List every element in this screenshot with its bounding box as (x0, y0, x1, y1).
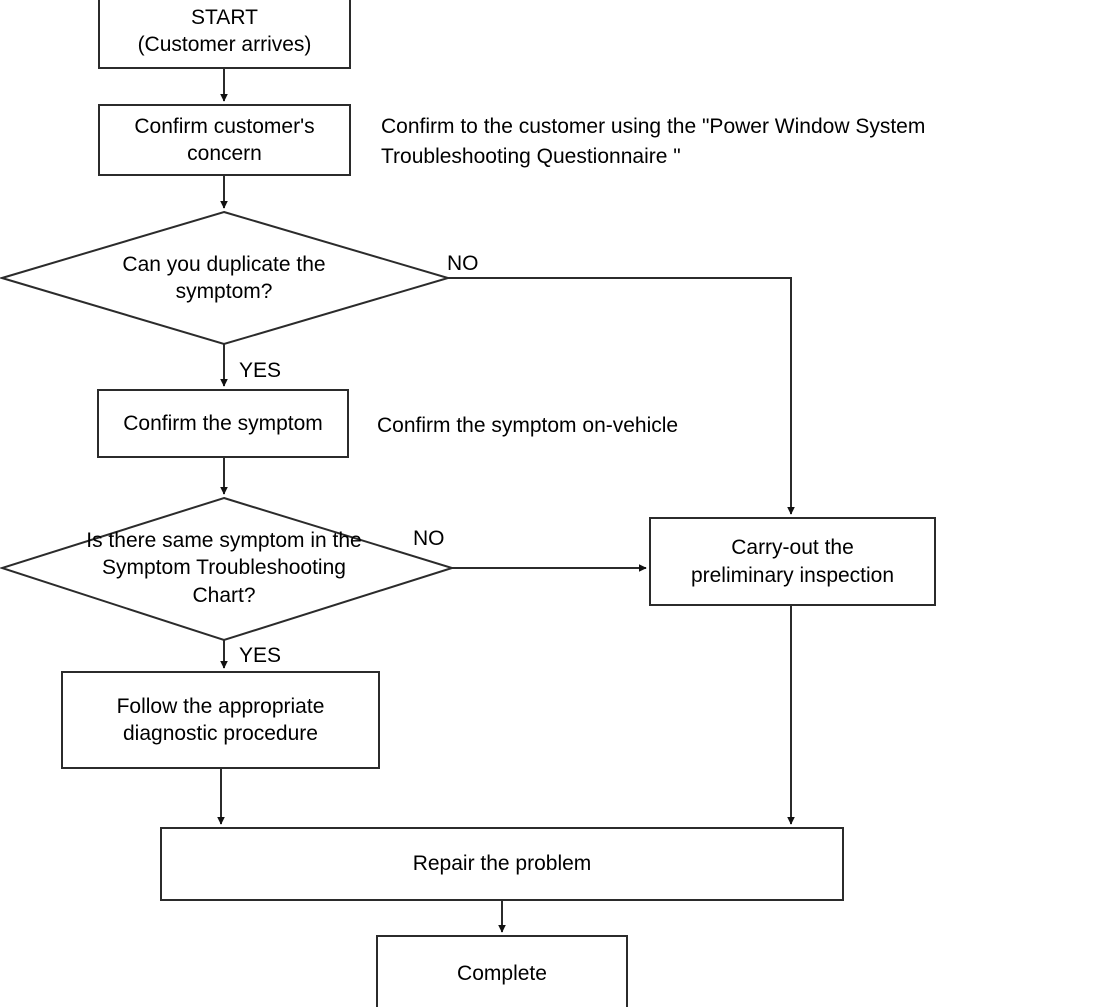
node-confirm-symptom-shape (97, 389, 349, 458)
edge-label-duplicate-no: NO (447, 252, 479, 275)
node-preliminary-inspection-shape (649, 517, 936, 606)
edge-label-chart-no: NO (413, 527, 445, 550)
node-start-shape (98, 0, 351, 69)
annotation-questionnaire: Confirm to the customer using the "Power… (381, 115, 926, 169)
edge-label-duplicate-yes: YES (239, 359, 282, 382)
annotation-on-vehicle: Confirm the symptom on-vehicle (377, 414, 679, 437)
node-complete-shape (376, 935, 628, 1007)
edge-duplicate-no-to-preliminary (448, 277, 795, 515)
edge-label-chart-yes: YES (239, 644, 282, 667)
node-chart-decision-shape (0, 496, 456, 642)
node-repair-shape (160, 827, 844, 901)
node-duplicate-decision-shape (0, 210, 452, 346)
node-diagnostic-procedure-shape (61, 671, 380, 769)
node-confirm-concern-shape (98, 104, 351, 176)
